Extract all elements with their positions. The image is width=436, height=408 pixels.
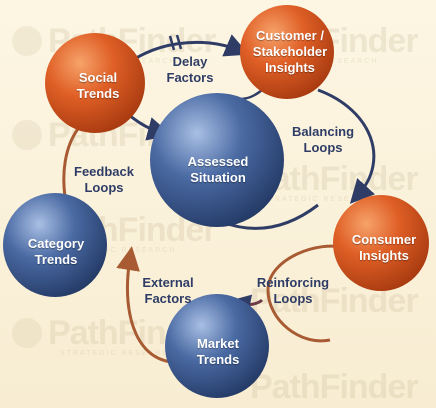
watermark-logo-icon <box>12 26 42 56</box>
watermark-tagline: STRATEGIC RESEARCH <box>262 196 379 203</box>
node-social-trends <box>45 33 145 133</box>
label-delay-factors: Delay Factors <box>166 54 214 85</box>
label-customer-insights: Customer / Stakeholder Insights <box>252 28 328 75</box>
node-assessed-situation <box>150 93 284 227</box>
watermark-tagline: STRATEGIC RESEARCH <box>60 350 177 357</box>
label-category-trends: Category Trends <box>27 236 85 267</box>
label-external-factors: External Factors <box>142 275 194 306</box>
watermark-logo-icon <box>12 318 42 348</box>
node-market-trends <box>165 294 269 398</box>
label-feedback-loops: Feedback Loops <box>74 164 134 195</box>
label-market-trends: Market Trends <box>196 336 240 367</box>
watermark-text: PathFinder <box>250 368 419 406</box>
node-customer-insights <box>240 5 334 99</box>
node-category-trends <box>3 193 107 297</box>
label-social-trends: Social Trends <box>76 70 120 101</box>
label-consumer-insights: Consumer Insights <box>351 232 417 263</box>
label-balancing-loops: Balancing Loops <box>291 124 355 155</box>
arrow-balancing <box>317 88 376 204</box>
watermark-logo-icon <box>12 120 42 150</box>
arrow-reinforcing <box>266 244 346 343</box>
delay-tick-icon <box>175 34 183 50</box>
delay-tick-icon <box>168 35 176 51</box>
arrow-assessed-loop <box>221 203 319 230</box>
arrow-external <box>116 246 181 364</box>
label-reinforcing-loops: Reinforcing Loops <box>256 275 330 306</box>
label-assessed-situation: Assessed Situation <box>187 154 249 185</box>
node-consumer-insights <box>333 195 429 291</box>
